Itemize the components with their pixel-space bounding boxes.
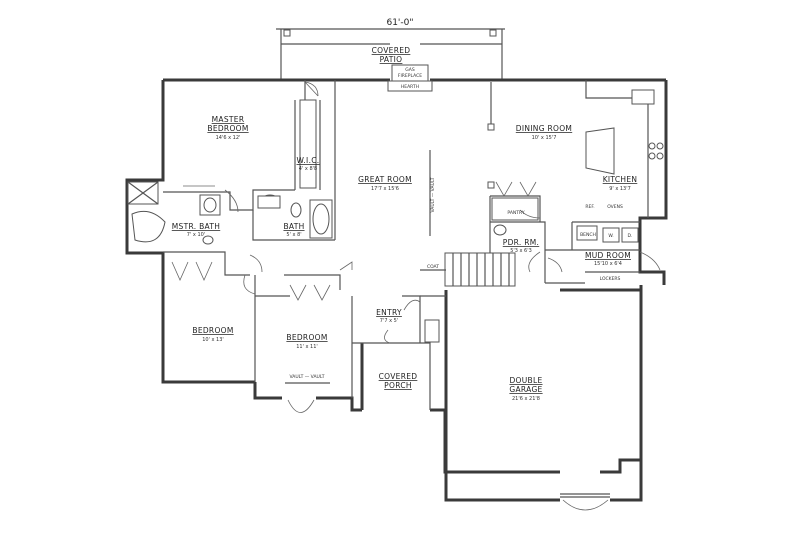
dining-room-label: DINING ROOM	[516, 124, 572, 133]
fixtures	[127, 64, 664, 384]
dining-room-dim: 10' x 15'7	[532, 135, 557, 141]
dryer-label: D.	[628, 233, 633, 239]
covered-patio-structure	[276, 28, 505, 79]
fireplace-label-1: GAS	[405, 67, 415, 73]
bedroom2-vault: VAULT — VAULT	[290, 374, 325, 380]
covered-porch-label-1: COVERED	[379, 372, 418, 381]
entry-dim: 7'7 x 5'	[380, 318, 398, 324]
bedroom1-label: BEDROOM	[192, 326, 233, 335]
lockers-label: LOCKERS	[600, 276, 621, 282]
interior-walls	[163, 80, 640, 410]
washer-label: W.	[608, 233, 613, 239]
pantry-label: PANTRY	[507, 210, 524, 216]
pdr-rm-label: PDR. RM.	[503, 238, 539, 247]
bench-label: BENCH	[580, 232, 596, 238]
bedroom1-dim: 10' x 13'	[202, 337, 224, 343]
double-garage-label-2: GARAGE	[509, 385, 542, 394]
overall-dimension: 61'-0"	[386, 18, 413, 28]
mud-room-label: MUD ROOM	[585, 251, 631, 260]
covered-porch-label-2: PORCH	[384, 381, 412, 390]
master-bedroom-dim: 14'6 x 12'	[216, 135, 241, 141]
double-garage-label-1: DOUBLE	[509, 376, 542, 385]
wic-label: W.I.C.	[297, 156, 320, 165]
ref-label: REF.	[585, 204, 594, 210]
entry-label: ENTRY	[376, 308, 402, 317]
fireplace-label-2: FIREPLACE	[398, 73, 422, 79]
kitchen-dim: 9' x 13'7	[609, 186, 631, 192]
mstr-bath-label: MSTR. BATH	[172, 222, 220, 231]
bath-label: BATH	[283, 222, 304, 231]
bedroom2-dim: 11' x 11'	[296, 344, 318, 350]
exterior-walls	[125, 78, 668, 502]
doors	[171, 81, 661, 511]
kitchen-label: KITCHEN	[603, 175, 638, 184]
mstr-bath-dim: 7' x 10'	[187, 232, 205, 238]
great-room-dim: 17'7 x 15'6	[371, 186, 399, 192]
double-garage-dim: 21'6 x 21'8	[512, 396, 540, 402]
great-room-vault: VAULT — VAULT	[430, 177, 436, 212]
bedroom2-label: BEDROOM	[286, 333, 327, 342]
master-bedroom-label-2: BEDROOM	[207, 124, 248, 133]
ovens-label: OVENS	[607, 204, 623, 210]
pdr-rm-dim: 5'3 x 6'3	[510, 248, 532, 254]
wic-dim: 4' x 8'8	[299, 166, 317, 172]
covered-patio-label-2: PATIO	[380, 55, 403, 64]
coat-label: COAT	[427, 264, 439, 270]
great-room-label: GREAT ROOM	[358, 175, 412, 184]
master-bedroom-label-1: MASTER	[212, 115, 245, 124]
mud-room-dim: 15'10 x 6'4	[594, 261, 622, 267]
covered-patio-label-1: COVERED	[372, 46, 411, 55]
bath-dim: 5' x 8'	[286, 232, 301, 238]
hearth-label: HEARTH	[401, 84, 419, 90]
